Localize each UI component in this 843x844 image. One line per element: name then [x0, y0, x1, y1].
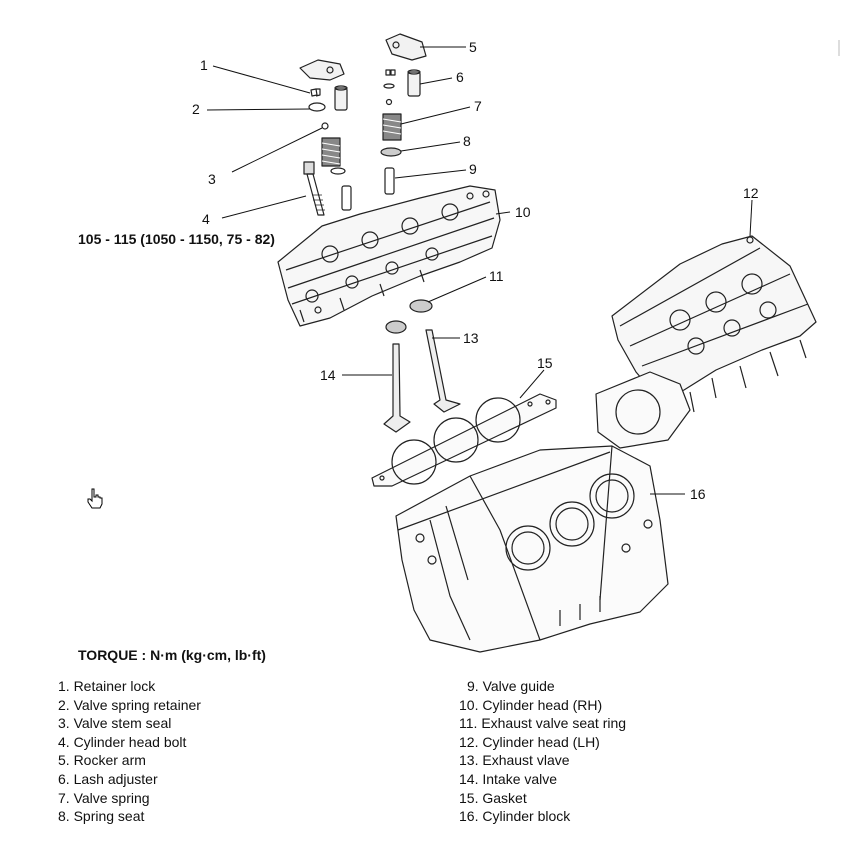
legend-item: 4. Cylinder head bolt: [58, 733, 187, 750]
legend-item: 10. Cylinder head (RH): [459, 696, 603, 713]
rocker-arm-left: [299, 59, 345, 81]
legend-item: 7. Valve spring: [58, 789, 150, 806]
spring-seat-part: [380, 147, 402, 157]
legend-item: 11. Exhaust valve seat ring: [459, 715, 627, 732]
parts-legend-left: 1. Retainer lock 2. Valve spring retaine…: [58, 677, 201, 826]
intake-valve-part: [383, 343, 411, 433]
callout-1: 1: [200, 57, 208, 73]
lash-adjuster-right: [407, 71, 421, 97]
legend-item: 6. Lash adjuster: [58, 770, 158, 787]
legend-item: 2. Valve spring retainer: [58, 696, 201, 713]
spring-retainer-part: [308, 102, 326, 112]
legend-item: 13. Exhaust vlave: [459, 752, 570, 769]
callout-13: 13: [463, 330, 479, 346]
callout-3: 3: [208, 171, 216, 187]
stem-seal-part: [321, 122, 329, 130]
callout-15: 15: [537, 355, 553, 371]
valve-spring-left: [321, 137, 341, 167]
callout-8: 8: [463, 133, 471, 149]
retainer-lock-part: [310, 88, 321, 97]
legend-item: 12. Cylinder head (LH): [459, 733, 600, 750]
legend-item: 16. Cylinder block: [459, 808, 571, 825]
valve-guide-left: [341, 185, 352, 211]
cylinder-block: [395, 445, 669, 653]
rocker-arm-right: [385, 33, 427, 61]
callout-2: 2: [192, 101, 200, 117]
head-gasket: [371, 393, 557, 487]
legend-item: 15. Gasket: [459, 789, 527, 806]
lash-adjuster-left: [334, 87, 348, 111]
leader-lines: [206, 46, 753, 495]
callout-14: 14: [320, 367, 336, 383]
cylinder-head-rh: [277, 185, 501, 327]
cylinder-head-lh: [595, 235, 817, 449]
legend-item: 14. Intake valve: [459, 770, 558, 787]
torque-value-label: 105 - 115 (1050 - 1150, 75 - 82): [78, 231, 275, 247]
legend-item: 5. Rocker arm: [58, 752, 146, 769]
callout-16: 16: [690, 486, 706, 502]
parts-legend-right: 9. Valve guide 10. Cylinder head (RH) 11…: [459, 677, 626, 826]
legend-item: 9. Valve guide: [467, 678, 555, 694]
callout-10: 10: [515, 204, 531, 220]
seat-ring-a: [409, 299, 433, 313]
callout-11: 11: [489, 268, 504, 284]
callout-5: 5: [469, 39, 477, 55]
seat-ring-b: [385, 320, 407, 334]
hand-pointer-icon: [87, 488, 103, 509]
head-bolt-part: [303, 161, 325, 216]
callout-6: 6: [456, 69, 464, 85]
callout-4: 4: [202, 211, 210, 227]
valve-guide-right: [384, 167, 395, 195]
legend-item: 1. Retainer lock: [58, 678, 156, 694]
callout-9: 9: [469, 161, 477, 177]
legend-item: 3. Valve stem seal: [58, 715, 172, 732]
callout-7: 7: [474, 98, 482, 114]
callout-12: 12: [743, 185, 759, 201]
torque-heading: TORQUE : N·m (kg·cm, lb·ft): [78, 647, 266, 663]
exhaust-valve-part: [425, 329, 461, 413]
legend-item: 8. Spring seat: [58, 808, 145, 825]
valve-spring-right: [382, 113, 402, 141]
scroll-edge-mark: [838, 40, 840, 56]
